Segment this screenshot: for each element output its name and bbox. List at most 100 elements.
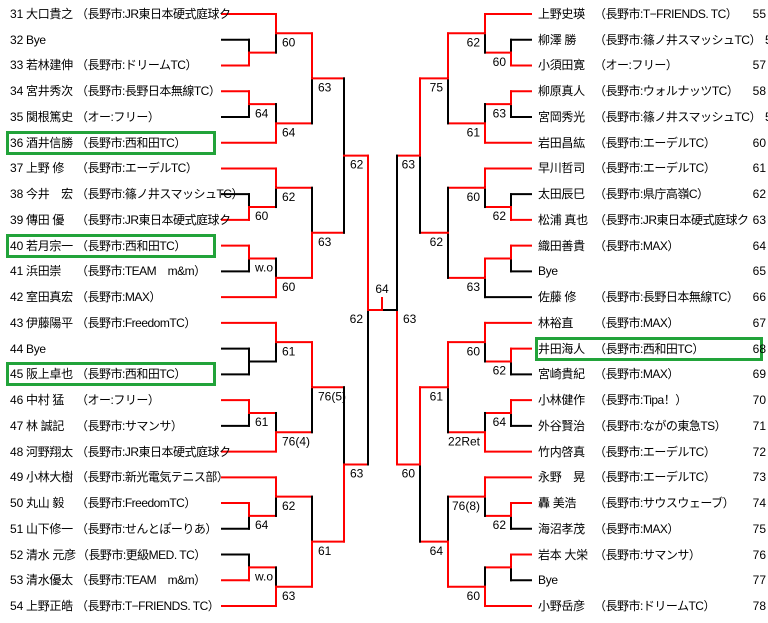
seed-number: 52: [10, 547, 24, 562]
player-name: 佐藤 修: [538, 290, 577, 305]
match-score: 60: [402, 467, 416, 481]
player-name: 山下修一: [26, 521, 73, 536]
player-team: （長野市:MAX）: [76, 290, 161, 305]
player-name: 河野翔太: [26, 444, 73, 459]
seed-number: 77: [752, 573, 766, 588]
match-score: 63: [467, 280, 481, 294]
player-entry: 轟 美浩（長野市:サウスウェーブ）74: [538, 495, 766, 511]
player-name: 上野 修: [26, 161, 65, 176]
player-name: 海沼孝茂: [538, 521, 585, 536]
player-entry: 織田善貴（長野市:MAX）64: [538, 238, 766, 254]
player-name: 小林大樹: [26, 470, 73, 485]
seed-number: 64: [752, 238, 766, 253]
player-name: 傳田 優: [26, 212, 65, 227]
seed-number: 57: [752, 58, 766, 73]
player-team: （長野市:西和田TC）: [76, 367, 186, 382]
match-score: 64: [282, 126, 296, 140]
match-score: 60: [467, 589, 481, 603]
player-entry: 柳原真人（長野市:ウォルナッツTC）58: [538, 83, 766, 99]
seed-number: 36: [10, 135, 24, 150]
player-name: 織田善貴: [538, 238, 585, 253]
match-score: 60: [282, 280, 296, 294]
player-name: 竹内啓真: [538, 444, 585, 459]
seed-number: 44: [10, 341, 24, 356]
seed-number: 55: [752, 7, 766, 21]
highlight-box: [535, 336, 763, 361]
player-entry: 永野 晃（長野市:エーデルTC）73: [538, 469, 766, 485]
seed-number: 71: [752, 418, 766, 433]
seed-number: 38: [10, 187, 24, 202]
match-score: w.o: [254, 261, 273, 275]
player-name: 柳原真人: [538, 84, 585, 99]
player-team: （長野市:篠ノ井スマッシュTC）: [594, 32, 761, 47]
player-name: 阪上卓也: [26, 367, 73, 382]
seed-number: 48: [10, 444, 24, 459]
player-name: 今井 宏: [26, 187, 73, 202]
player-name: 小野岳彦: [538, 599, 585, 614]
player-entry: 上野史瑛 （長野市:T−FRIENDS. TC） 55: [538, 6, 766, 22]
match-score: 62: [493, 518, 507, 532]
player-team: （長野市:T−FRIENDS. TC）: [594, 7, 738, 21]
player-name: 上野史瑛: [538, 7, 585, 21]
match-score: 64: [375, 282, 389, 296]
seed-number: 50: [10, 496, 24, 511]
player-name: 若林建伸: [26, 58, 73, 73]
player-team: （長野市:TEAM m&m）: [76, 264, 206, 279]
player-team: （長野市:JR東日本硬式庭球ク: [76, 444, 231, 459]
seed-number: 42: [10, 290, 24, 305]
player-team: （長野市:サマンサ）: [594, 547, 701, 562]
player-name: 浜田崇: [26, 264, 62, 279]
match-score: 76(5): [318, 389, 346, 403]
player-team: （オー:フリー）: [594, 58, 678, 73]
seed-number: 43: [10, 315, 24, 330]
match-score: 60: [493, 55, 507, 69]
seed-number: 69: [752, 367, 766, 382]
player-name: 早川哲司: [538, 161, 585, 176]
player-name: 清水 元彦: [26, 547, 76, 562]
player-team: （長野市:西和田TC）: [594, 341, 704, 356]
player-name: 丸山 毅: [26, 496, 65, 511]
player-entry: 佐藤 修（長野市:長野日本無線TC）66: [538, 289, 766, 305]
match-score: 63: [318, 81, 332, 95]
player-team: （長野市:長野日本無線TC）: [76, 84, 221, 99]
seed-number: 51: [10, 521, 24, 536]
seed-number: 70: [752, 393, 766, 408]
match-score: 60: [255, 209, 269, 223]
match-score: 62: [282, 499, 296, 513]
player-team: （オー:フリー）: [76, 109, 160, 124]
player-team: （長野市:篠ノ井スマッシュTC）: [594, 109, 761, 124]
player-name: 室田真宏: [26, 290, 73, 305]
seed-number: 73: [752, 470, 766, 485]
match-score: 60: [467, 344, 481, 358]
player-team: （長野市:JR東日本硬式庭球ク: [594, 212, 749, 227]
match-score: 61: [430, 389, 444, 403]
player-entry: 宮岡秀光（長野市:篠ノ井スマッシュTC）59: [538, 109, 768, 125]
player-team: （長野市:サウスウェーブ）: [594, 496, 735, 511]
seed-number: 45: [10, 367, 24, 382]
player-name: 岩本 大栄: [538, 547, 588, 562]
match-score: 22Ret: [448, 434, 481, 448]
player-name: 宮崎貴紀: [538, 367, 585, 382]
player-entry: 竹内啓真（長野市:エーデルTC）72: [538, 444, 766, 460]
player-team: （長野市:TEAM m&m）: [76, 573, 206, 588]
player-team: （長野市:新光電気テニス部）: [76, 470, 229, 485]
player-name: 轟 美浩: [538, 496, 577, 511]
match-score: w.o: [254, 570, 273, 584]
seed-number: 62: [752, 187, 766, 202]
seed-number: 53: [10, 573, 24, 588]
player-team: （長野市:FreedomTC）: [76, 315, 196, 330]
player-name: 若月宗一: [26, 238, 73, 253]
seed-number: 33: [10, 58, 24, 73]
match-score: 62: [493, 364, 507, 378]
